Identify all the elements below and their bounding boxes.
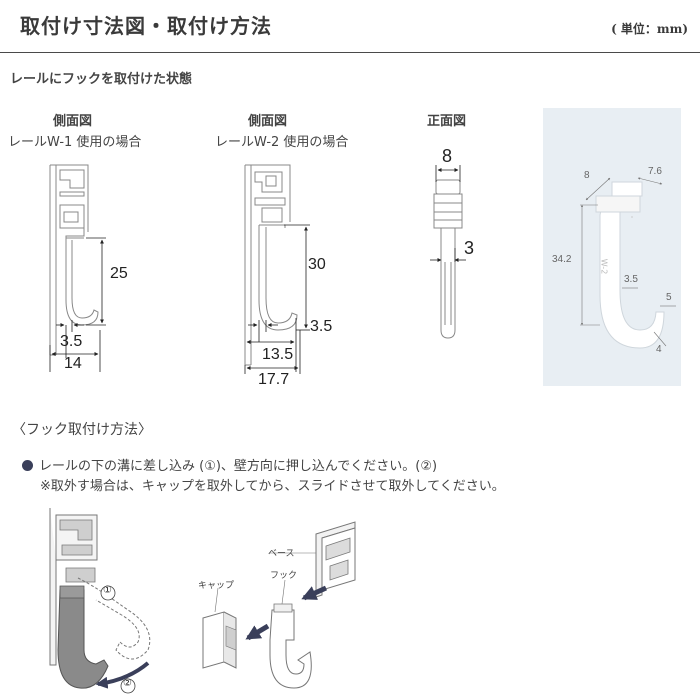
label-cap: キャップ (198, 581, 235, 591)
view1-subtitle: レールW-1 使用の場合 (8, 135, 142, 150)
view2-title: 側面図 (248, 114, 288, 129)
dim-view1-gap: 3.5 (60, 333, 83, 350)
step-instruction-text: レールの下の溝に差し込み (①)、壁方向に押し込んでください。(②) (39, 459, 438, 474)
view1-title: 側面図 (53, 114, 93, 129)
header-bar: 取付け寸法図・取付け方法 ( 単位：mm) (0, 0, 700, 53)
callout-1: ① (103, 585, 112, 596)
side-view-w1-dims (49, 237, 106, 372)
view3-title: 正面図 (427, 114, 467, 129)
side-view-w2 (244, 164, 298, 366)
dim-view3-thickness: 3 (464, 238, 475, 258)
dim-view1-width: 14 (64, 355, 82, 372)
cap-removal-illustration (202, 521, 356, 689)
side-view-w1 (49, 164, 99, 356)
removal-note: ※取外す場合は、キャップを取外してから、スライドさせて取外してください。 (40, 479, 505, 494)
front-view (433, 179, 463, 339)
page-title: 取付け寸法図・取付け方法 (20, 14, 272, 38)
dim-photo-thickness: 4 (656, 344, 662, 355)
hook-embossed-label: W-2 (599, 258, 609, 275)
dim-photo-gap: 3.5 (624, 274, 638, 285)
label-base: ベース (268, 549, 295, 559)
dim-photo-tip: 5 (666, 292, 672, 303)
step-instruction: レールの下の溝に差し込み (①)、壁方向に押し込んでください。(②) (22, 455, 437, 474)
side-view-w2-dims (244, 224, 310, 374)
dim-photo-cap-width: 7.6 (648, 166, 662, 177)
dim-photo-cap-depth: 8 (584, 170, 590, 181)
callout-2: ② (123, 678, 132, 689)
dim-view3-width: 8 (442, 146, 453, 166)
dim-view2-gap: 3.5 (310, 318, 333, 335)
hook-photo-dims (580, 177, 676, 347)
dim-view2-height: 30 (308, 256, 326, 273)
insertion-illustration (49, 508, 151, 694)
section-heading-installed: レールにフックを取付けた状態 (10, 72, 193, 87)
dim-view2-width: 13.5 (262, 346, 294, 363)
dim-photo-height: 34.2 (552, 254, 572, 265)
dim-view1-height: 25 (110, 265, 128, 282)
section-heading-method: 〈フック取付け方法〉 (12, 422, 152, 438)
front-view-dims (430, 165, 466, 262)
view2-subtitle: レールW-2 使用の場合 (215, 135, 349, 150)
label-hook: フック (270, 571, 298, 581)
dim-view2-total: 17.7 (258, 371, 290, 388)
bullet-dot-icon (22, 460, 33, 471)
unit-label: ( 単位：mm) (611, 22, 688, 36)
